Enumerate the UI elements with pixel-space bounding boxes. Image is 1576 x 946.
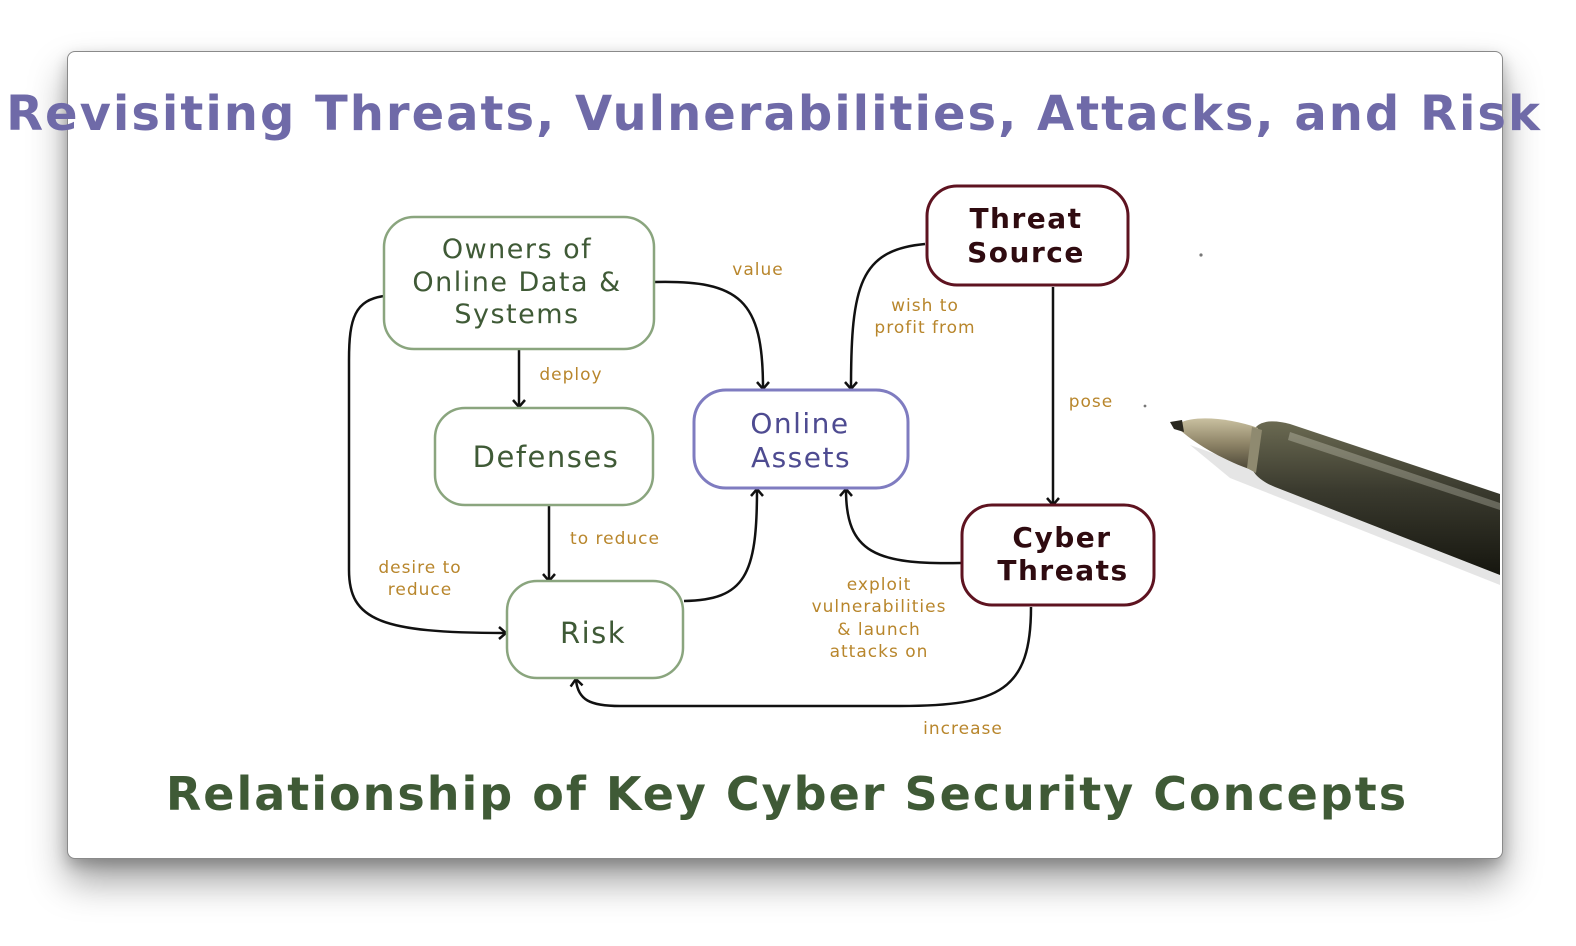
node-threat-source-line-1: Threat: [969, 202, 1082, 235]
label-pose: pose: [1069, 392, 1114, 412]
stray-dot: [1143, 404, 1147, 408]
page-title: Revisiting Threats, Vulnerabilities, Att…: [6, 86, 1542, 142]
edge-wish-to-profit: [844, 242, 926, 391]
edge-increase: [569, 606, 1033, 708]
stray-dot: [1199, 253, 1203, 257]
node-cyber-threats-line-2: Threats: [997, 554, 1128, 587]
node-cyber-threats: Cyber Threats: [960, 503, 1156, 607]
node-owners-line-1: Owners of: [442, 234, 592, 265]
node-cyber-threats-line-1: Cyber: [1012, 521, 1111, 554]
node-threat-source: Threat Source: [925, 184, 1130, 287]
node-risk-label: Risk: [560, 616, 626, 650]
label-desire-2: reduce: [388, 580, 452, 600]
edge-labels: value deploy wish to profit from pose to…: [378, 260, 1114, 739]
node-owners-line-2: Online Data &: [412, 267, 621, 298]
edge-risk-to-assets: [683, 487, 764, 603]
node-assets-line-1: Online: [750, 407, 849, 440]
label-value: value: [732, 260, 783, 280]
edge-desire-to-reduce: [347, 294, 508, 640]
label-exploit-4: attacks on: [830, 642, 929, 662]
label-wish-to-2: profit from: [874, 318, 975, 338]
diagram-subtitle: Relationship of Key Cyber Security Conce…: [166, 767, 1408, 821]
label-wish-to-1: wish to: [891, 296, 959, 316]
label-to-reduce: to reduce: [570, 529, 660, 549]
node-risk: Risk: [505, 579, 685, 680]
label-exploit-1: exploit: [847, 575, 912, 595]
edge-exploit: [839, 487, 962, 565]
node-owners-line-3: Systems: [454, 299, 579, 330]
label-exploit-3: & launch: [837, 620, 920, 640]
node-online-assets: Online Assets: [692, 388, 910, 490]
label-exploit-2: vulnerabilities: [812, 597, 947, 617]
edges: [347, 242, 1060, 708]
node-owners: Owners of Online Data & Systems: [382, 215, 656, 351]
label-deploy: deploy: [539, 365, 602, 385]
pen-pointer-icon: [1170, 418, 1500, 585]
node-assets-line-2: Assets: [751, 441, 851, 474]
edge-value: [654, 280, 770, 391]
node-defenses: Defenses: [433, 406, 655, 507]
node-threat-source-line-2: Source: [967, 236, 1085, 269]
label-increase: increase: [923, 719, 1003, 739]
label-desire-1: desire to: [378, 558, 461, 578]
node-defenses-label: Defenses: [473, 440, 620, 474]
